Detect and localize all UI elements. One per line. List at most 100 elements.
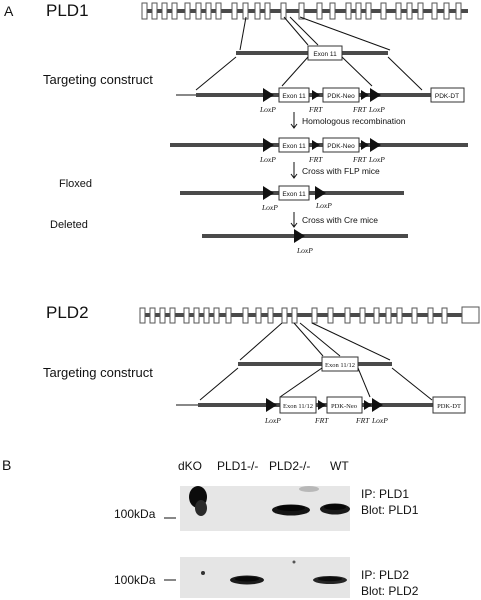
- exon-box: [365, 2, 372, 20]
- exon-box: [280, 2, 287, 20]
- frt-triangle: [312, 90, 320, 100]
- exon-box: [171, 2, 178, 20]
- frt-triangle: [312, 140, 320, 150]
- panel-b-letter: B: [2, 457, 11, 473]
- pld2-construct-exon1112-label: Exon 11/12: [283, 403, 313, 410]
- exon-box: [254, 2, 261, 20]
- loxp-label: LoxP: [264, 416, 281, 425]
- pld1-recombined-neo-box: [322, 137, 360, 153]
- exon-box: [213, 307, 220, 324]
- exon-box: [345, 2, 352, 20]
- step3-arrow: [290, 212, 298, 228]
- exon-box: [264, 2, 271, 20]
- frt-triangle: [361, 90, 369, 100]
- western-blot-pld1: [180, 486, 350, 531]
- frt-label: FRT: [308, 155, 323, 164]
- pld1-construct-dt-label: PDK-DT: [435, 93, 459, 100]
- blot2-ip-label: IP: PLD2: [361, 568, 409, 582]
- frt-triangle: [318, 400, 326, 410]
- step1-label: Homologous recombination: [302, 116, 406, 126]
- loxp-label: LoxP: [261, 203, 278, 212]
- exon-box: [427, 307, 434, 324]
- exon-box: [329, 2, 336, 20]
- frt-label: FRT: [352, 105, 367, 114]
- pld1-recombined-allele: Exon 11 PDK-Neo: [170, 137, 468, 153]
- exon-box: [203, 307, 210, 324]
- pld1-floxed-exon11-box: [278, 185, 310, 201]
- loxp-triangle: [370, 138, 381, 152]
- exon-box: [291, 307, 298, 324]
- lane-label-pld2-ko: PLD2-/-: [269, 459, 310, 473]
- step1-arrow: [290, 112, 298, 129]
- exon-box: [355, 2, 362, 20]
- pld1-construct-exon11-box: [278, 87, 310, 103]
- pld1-floxed-exon11-label: Exon 11: [282, 191, 306, 198]
- blot1-antibody-label: Blot: PLD1: [361, 503, 419, 517]
- exon-box: [169, 307, 176, 324]
- exon-box: [431, 2, 438, 20]
- panel-a-letter: A: [4, 3, 14, 19]
- pld1-exon11-zoom-label: Exon 11: [313, 51, 337, 58]
- exon-box: [373, 307, 380, 324]
- exon-box: [311, 307, 318, 324]
- step2-label: Cross with FLP mice: [302, 166, 380, 176]
- pld2-targeting-label: Targeting construct: [43, 365, 153, 380]
- exon-box: [359, 307, 366, 324]
- exon-box: [141, 2, 148, 20]
- exon-box: [406, 2, 413, 20]
- pld2-exon1112-zoom-box: [321, 356, 359, 372]
- loxp-label: LoxP: [296, 246, 313, 255]
- exon-box: [344, 307, 351, 324]
- exon-box: [316, 2, 323, 20]
- blot1-marker-label: 100kDa: [114, 507, 156, 521]
- frt-triangle: [361, 140, 369, 150]
- pld1-exon11-zoom-box: [307, 45, 343, 61]
- exon-box: [159, 307, 166, 324]
- exon-box: [267, 307, 274, 324]
- loxp-triangle: [315, 186, 326, 200]
- pld2-construct-zoom-lines: [199, 367, 433, 401]
- pld2-exon-boxes: [139, 307, 448, 324]
- exon-box: [231, 2, 238, 20]
- exon-box: [151, 2, 158, 20]
- exon-box: [443, 2, 450, 20]
- pld1-recombined-exon11-box: [278, 137, 310, 153]
- exon-box: [184, 2, 191, 20]
- exon-box: [411, 307, 418, 324]
- loxp-label: LoxP: [368, 105, 385, 114]
- pld1-floxed-allele: Exon 11: [180, 185, 404, 201]
- loxp-triangle: [294, 229, 305, 243]
- pld1-genomic-locus: [141, 2, 468, 20]
- pld2-construct-exon1112-box: [279, 396, 317, 414]
- pld2-construct-dt-label: PDK-DT: [437, 403, 461, 410]
- pld1-deleted-allele: [202, 229, 408, 243]
- pld2-exon1112-zoom-label: Exon 11/12: [325, 362, 355, 369]
- pld1-targeting-construct: Exon 11 PDK-Neo PDK-DT: [176, 87, 465, 103]
- pld1-construct-neo-box: [322, 87, 360, 103]
- exon-box: [242, 307, 249, 324]
- deleted-label: Deleted: [50, 219, 88, 231]
- pld1-recombined-exon11-label: Exon 11: [282, 143, 306, 150]
- exon-box: [281, 307, 288, 324]
- exon-box: [161, 2, 168, 20]
- exon-box: [149, 307, 156, 324]
- frt-label: FRT: [308, 105, 323, 114]
- pld1-exon-boxes: [141, 2, 462, 20]
- exon-box: [380, 2, 387, 20]
- frt-label: FRT: [355, 416, 370, 425]
- exon-box: [193, 307, 200, 324]
- frt-label: FRT: [352, 155, 367, 164]
- exon-box: [195, 2, 202, 20]
- pld2-zoom-lines: [239, 322, 391, 361]
- pld2-construct-neo-box: [326, 396, 363, 414]
- frt-label: FRT: [314, 416, 329, 425]
- exon-box: [441, 307, 448, 324]
- exon-box: [327, 307, 334, 324]
- loxp-label: LoxP: [259, 105, 276, 114]
- pld2-construct-neo-label: PDK-Neo: [331, 403, 357, 410]
- lane-label-wt: WT: [330, 459, 349, 473]
- pld2-genomic-locus: [139, 306, 480, 324]
- exon-box: [225, 307, 232, 324]
- pld2-targeting-construct: Exon 11/12 PDK-Neo PDK-DT: [176, 396, 466, 414]
- loxp-triangle: [263, 186, 274, 200]
